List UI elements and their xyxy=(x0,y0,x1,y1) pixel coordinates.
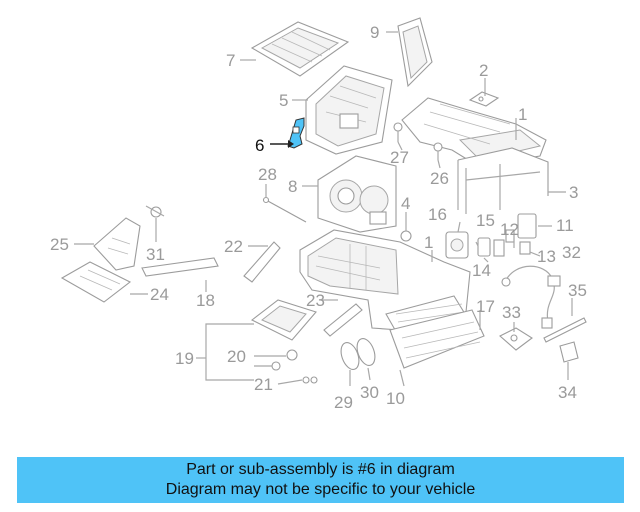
label-24: 24 xyxy=(150,285,169,304)
label-6: 6 xyxy=(255,136,264,155)
part-35-strip[interactable] xyxy=(543,317,587,343)
part-30-gasket[interactable] xyxy=(354,336,379,368)
part-18-strip[interactable] xyxy=(141,257,219,277)
label-33: 33 xyxy=(502,303,521,322)
part-26-nut[interactable] xyxy=(433,142,443,160)
label-5: 5 xyxy=(279,91,288,110)
label-1a: 1 xyxy=(518,105,527,124)
part-21-clips[interactable] xyxy=(302,376,318,384)
info-banner: Part or sub-assembly is #6 in diagram Di… xyxy=(17,457,624,503)
part-7-filter[interactable] xyxy=(250,21,350,77)
part-31-screw[interactable] xyxy=(145,205,165,218)
label-26: 26 xyxy=(430,169,449,188)
part-5-upper-housing[interactable] xyxy=(305,65,393,155)
label-21: 21 xyxy=(254,375,273,394)
part-32-harness[interactable] xyxy=(501,265,561,329)
label-1b: 1 xyxy=(424,233,433,252)
label-8: 8 xyxy=(288,177,297,196)
label-12: 12 xyxy=(500,220,519,239)
banner-line-1: Part or sub-assembly is #6 in diagram xyxy=(186,461,455,478)
label-34: 34 xyxy=(558,383,577,402)
label-27: 27 xyxy=(390,148,409,167)
label-25: 25 xyxy=(50,235,69,254)
part-20-grommet[interactable] xyxy=(271,349,298,371)
part-23-seal[interactable] xyxy=(323,303,363,337)
label-20: 20 xyxy=(227,347,246,366)
part-25-bracket[interactable] xyxy=(93,217,141,271)
part-4-screw[interactable] xyxy=(400,222,412,242)
label-23: 23 xyxy=(306,291,325,310)
part-3-frame[interactable] xyxy=(457,147,549,214)
part-2-clip[interactable] xyxy=(468,91,500,107)
parts-diagram: 1 1 2 3 4 5 6 7 8 9 10 11 12 13 14 15 16… xyxy=(50,17,587,412)
part-16-actuator[interactable] xyxy=(445,231,469,259)
label-35: 35 xyxy=(568,281,587,300)
label-22: 22 xyxy=(224,237,243,256)
label-2: 2 xyxy=(479,61,488,80)
part-34-sensor[interactable] xyxy=(559,341,579,363)
label-10: 10 xyxy=(386,389,405,408)
label-31: 31 xyxy=(146,245,165,264)
leader-6 xyxy=(270,140,294,148)
label-29: 29 xyxy=(334,393,353,412)
part-24-tray[interactable] xyxy=(60,261,132,303)
label-7: 7 xyxy=(226,51,235,70)
part-12-plug[interactable] xyxy=(505,229,515,243)
part-9-panel[interactable] xyxy=(397,17,433,88)
part-22-seal[interactable] xyxy=(243,241,281,283)
label-15: 15 xyxy=(476,211,495,230)
part-14-relay[interactable] xyxy=(493,239,505,257)
part-28-rod[interactable] xyxy=(262,196,307,223)
part-6-highlighted[interactable] xyxy=(287,117,305,149)
label-18: 18 xyxy=(196,291,215,310)
part-19-filter[interactable] xyxy=(250,299,317,341)
part-11-resistor[interactable] xyxy=(517,213,537,239)
banner-line-2: Diagram may not be specific to your vehi… xyxy=(165,481,476,498)
label-4: 4 xyxy=(401,194,410,213)
label-28: 28 xyxy=(258,165,277,184)
part-10-evaporator[interactable] xyxy=(389,309,485,369)
label-19: 19 xyxy=(175,349,194,368)
label-3: 3 xyxy=(569,183,578,202)
label-16: 16 xyxy=(428,205,447,224)
label-9: 9 xyxy=(370,23,379,42)
label-32: 32 xyxy=(562,243,581,262)
label-30: 30 xyxy=(360,383,379,402)
part-13-clip[interactable] xyxy=(519,241,531,255)
label-17: 17 xyxy=(476,297,495,316)
part-15-sensor[interactable] xyxy=(477,237,491,257)
leader-lines xyxy=(74,31,573,387)
label-13: 13 xyxy=(537,247,556,266)
part-27-screw[interactable] xyxy=(393,122,403,142)
label-14: 14 xyxy=(472,261,491,280)
part-8-blower-housing[interactable] xyxy=(317,155,397,233)
part-33-bracket[interactable] xyxy=(499,327,533,351)
label-11: 11 xyxy=(556,216,574,235)
